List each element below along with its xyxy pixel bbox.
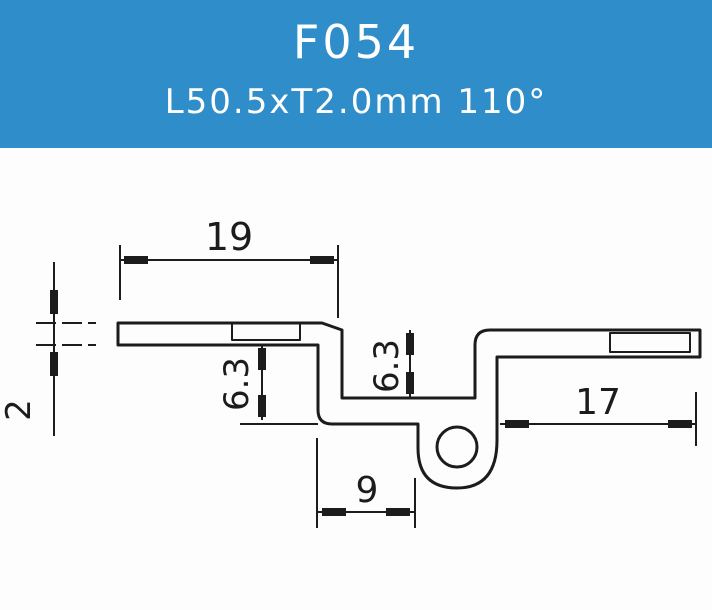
dim-19-arrow-right [310, 256, 334, 264]
dim-2-label: 2 [0, 399, 39, 421]
dim-17-arrow-right [668, 420, 692, 428]
model-number: F054 [292, 15, 420, 69]
dim-9-arrow-right [386, 508, 410, 516]
dim-right-63-arrow-bottom [406, 372, 414, 394]
spec-line: L50.5xT2.0mm 110° [164, 82, 548, 122]
dim-2-arrow-top [50, 290, 58, 314]
dim-17-label: 17 [575, 382, 621, 423]
dim-9-label: 9 [356, 470, 379, 511]
dim-9-arrow-left [322, 508, 346, 516]
dim-right-63-arrow-top [406, 333, 414, 355]
title-banner: F054 L50.5xT2.0mm 110° [0, 0, 712, 148]
hinge-pin [435, 425, 479, 469]
dim-17-arrow-left [505, 420, 529, 428]
dim-right-63-label: 6.3 [367, 339, 407, 393]
dim-19-label: 19 [205, 215, 253, 259]
left-leaf-recess [231, 322, 301, 341]
dim-2-arrow-bottom [50, 352, 58, 376]
right-leaf-slot [609, 332, 691, 353]
dim-left-63-arrow-top [258, 348, 266, 370]
dim-left-63-arrow-bottom [258, 395, 266, 417]
dim-19-arrow-left [124, 256, 148, 264]
hinge-profile-outline [116, 321, 702, 490]
dim-left-63-label: 6.3 [217, 357, 257, 411]
